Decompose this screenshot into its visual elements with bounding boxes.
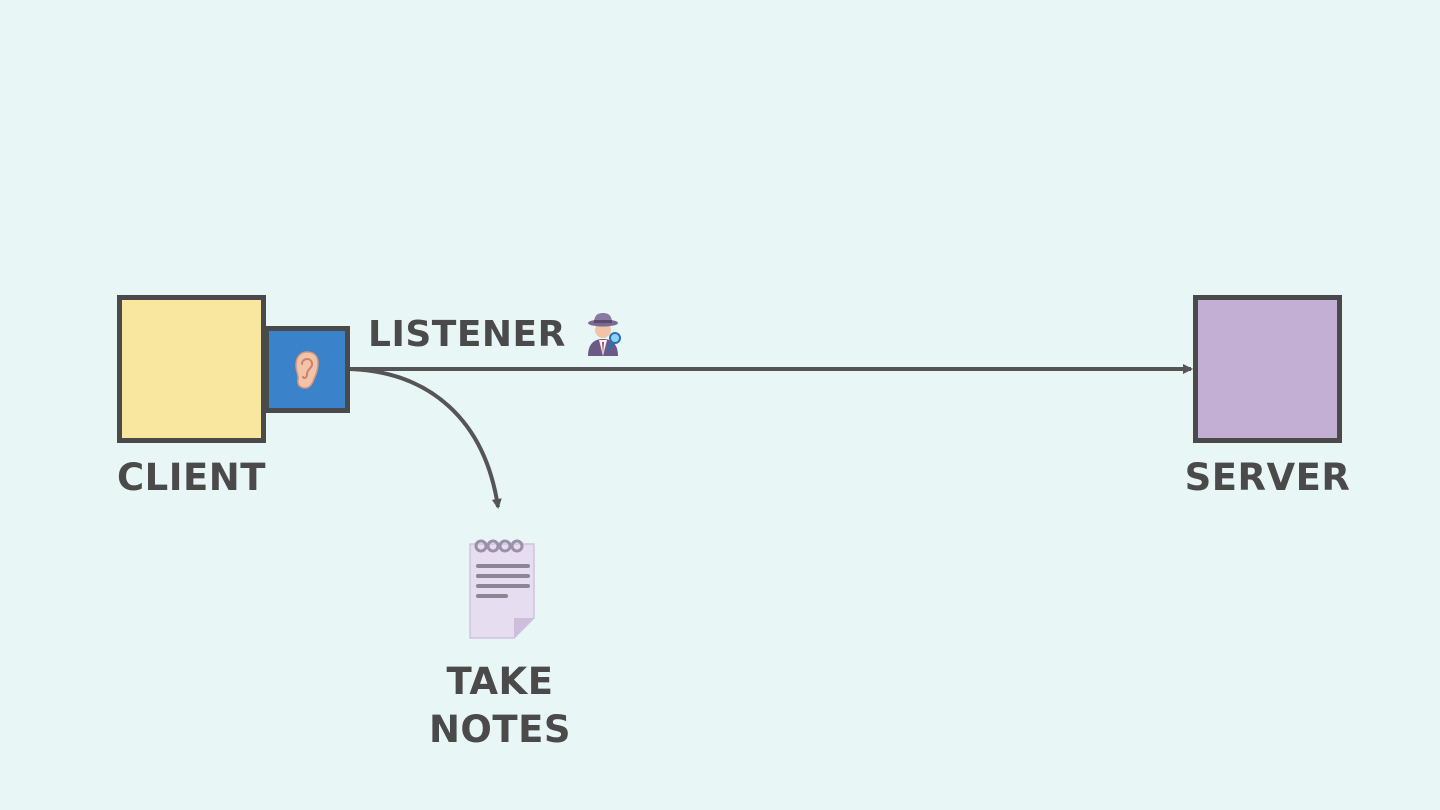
server-node: [1193, 295, 1342, 443]
ear-icon: [295, 350, 319, 389]
client-label: CLIENT: [117, 456, 266, 499]
notes-label-line2: NOTES: [428, 708, 572, 751]
edge-listener-to-notes: [349, 367, 502, 509]
listener-label-group: LISTENER: [368, 312, 624, 356]
notes-label: TAKE NOTES: [420, 658, 580, 754]
detective-icon: [587, 313, 621, 356]
listener-node: [264, 326, 350, 413]
notes-label-line1: TAKE: [446, 660, 554, 703]
listener-label: LISTENER: [368, 313, 566, 355]
notepad-icon: [469, 539, 535, 639]
server-label: SERVER: [1184, 456, 1351, 499]
client-node: [117, 295, 266, 443]
